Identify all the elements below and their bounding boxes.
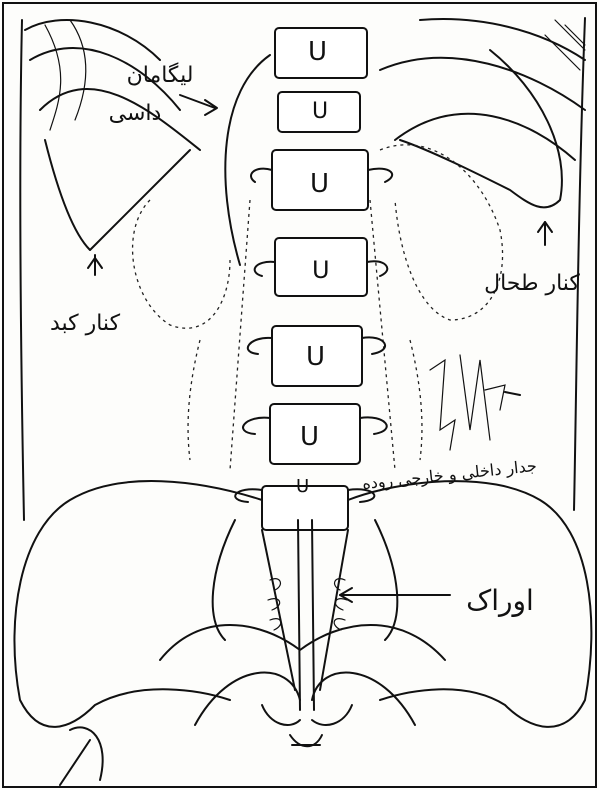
- sacrum-edges: [262, 530, 348, 690]
- kidney-left-outline: [133, 200, 230, 328]
- spinous-mark-1: U: [308, 37, 327, 67]
- sacral-foramina-right: [334, 579, 347, 630]
- spinous-mark-5: U: [306, 342, 325, 372]
- spine-column: U U U U U U U: [235, 28, 392, 530]
- femoral-head-left: [70, 727, 103, 780]
- colon-arrow: [505, 392, 520, 395]
- spinous-mark-7: U: [296, 476, 309, 497]
- label-ureter: اوراک: [466, 584, 534, 617]
- colon-wall-scribble: [430, 355, 505, 450]
- label-ligament-line2: داسی: [109, 101, 162, 126]
- label-liver-edge: کنار کبد: [50, 311, 121, 336]
- spinous-mark-3: U: [310, 169, 329, 199]
- label-ligament: لیگامان: [127, 62, 194, 88]
- ureter-lines: [298, 520, 314, 710]
- spinous-mark-6: U: [300, 422, 319, 452]
- ligament-arrow: [180, 95, 215, 108]
- sacroiliac-lines: [213, 520, 398, 640]
- iliac-wing-left: [14, 481, 262, 727]
- label-spleen-edge: کنار طحال: [484, 271, 580, 296]
- falciform-ligament-line: [225, 55, 270, 265]
- coccyx-curve: [262, 705, 352, 725]
- spinous-mark-2: U: [312, 99, 328, 124]
- spinous-mark-4: U: [312, 256, 330, 284]
- spleen-edge-line: [400, 50, 562, 207]
- femur-left: [60, 740, 90, 785]
- pelvic-inlet: [160, 625, 445, 660]
- liver-edge-line: [45, 140, 190, 250]
- coccyx-tip: [290, 735, 322, 746]
